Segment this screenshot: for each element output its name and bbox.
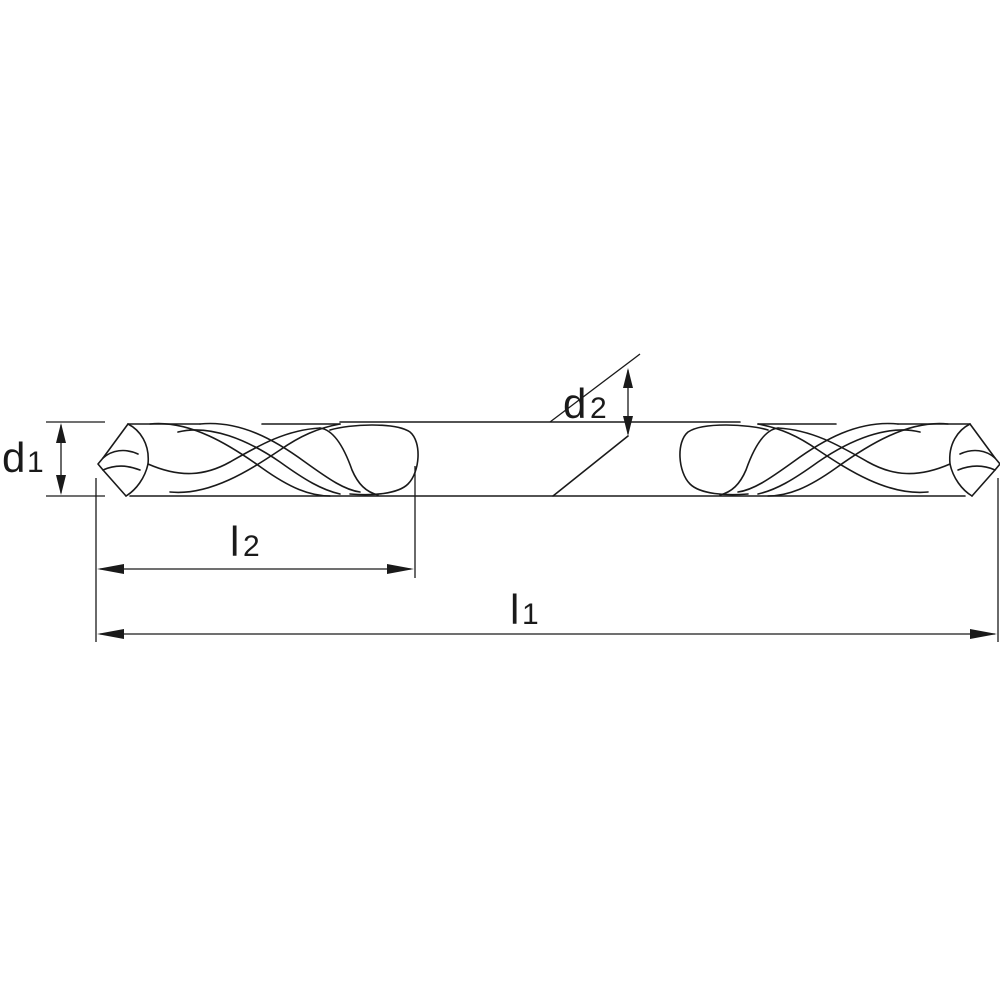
left-chisel-edge bbox=[102, 449, 141, 471]
right-tip-outline bbox=[969, 423, 1000, 497]
left-flute-runout-inner bbox=[319, 427, 379, 496]
right-tip-margin bbox=[948, 423, 973, 497]
right-cutting-end bbox=[679, 422, 1000, 497]
right-flute-runout-inner bbox=[719, 427, 779, 496]
d2-arrow-top bbox=[623, 368, 633, 388]
left-flute-runout bbox=[329, 424, 419, 496]
left-tip-outline bbox=[97, 423, 129, 497]
right-flute-runout bbox=[679, 424, 769, 496]
shank-section-line bbox=[552, 435, 629, 497]
l1-arrow-left bbox=[97, 629, 124, 639]
left-flute-3 bbox=[199, 422, 361, 493]
left-flute-2 bbox=[177, 429, 341, 495]
right-flute-2 bbox=[757, 429, 921, 495]
d2-leader bbox=[549, 353, 641, 423]
l2-arrow-left bbox=[97, 564, 124, 574]
left-flute-5 bbox=[169, 423, 341, 494]
dimension-l1: l1 bbox=[97, 478, 999, 642]
right-flute-3 bbox=[737, 422, 899, 493]
left-flute-4 bbox=[147, 427, 321, 475]
l1-arrow-right bbox=[970, 629, 997, 639]
left-tip-margin bbox=[125, 423, 150, 497]
d2-arrow-bottom bbox=[623, 416, 633, 436]
dimension-d1: d1 bbox=[2, 421, 105, 497]
right-flute-5 bbox=[757, 423, 929, 494]
drill-body bbox=[97, 421, 1000, 497]
left-cutting-end bbox=[97, 422, 419, 497]
d1-arrow-bottom bbox=[56, 475, 66, 495]
right-flute-4 bbox=[777, 427, 951, 475]
d1-label: d1 bbox=[2, 434, 44, 481]
l1-label: l1 bbox=[510, 586, 539, 633]
d1-arrow-top bbox=[56, 423, 66, 443]
right-chisel-edge bbox=[957, 449, 996, 471]
l2-arrow-right bbox=[387, 564, 414, 574]
